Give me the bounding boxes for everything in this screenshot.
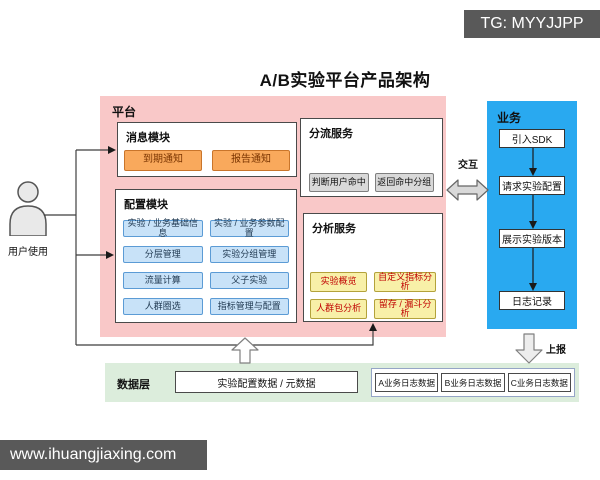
node-metric-mgmt: 指标管理与配置 — [209, 298, 289, 315]
config-module-label: 配置模块 — [124, 199, 168, 211]
interaction-double-arrow-icon — [446, 179, 489, 201]
platform-container: 平台 消息模块 到期通知 报告通知 配置模块 实验 / 业务基础信息 实验 / … — [100, 96, 446, 337]
node-return-group: 返回命中分组 — [374, 173, 434, 192]
node-import-sdk: 引入SDK — [499, 129, 565, 148]
split-service-label: 分流服务 — [309, 128, 353, 140]
node-retention-funnel: 留存 / 漏斗分析 — [374, 299, 436, 319]
site-watermark-bar: www.ihuangjiaxing.com — [0, 440, 207, 470]
node-group-mgmt: 实验分组管理 — [209, 246, 289, 263]
split-service-module: 分流服务 判断用户命中 返回命中分组 — [300, 118, 443, 197]
message-module-label: 消息模块 — [126, 132, 170, 144]
node-log-c: C业务日志数据 — [507, 373, 571, 392]
config-module: 配置模块 实验 / 业务基础信息 实验 / 业务参数配置 分层管理 实验分组管理… — [115, 189, 297, 323]
node-show-version: 展示实验版本 — [499, 229, 565, 248]
log-data-group: A业务日志数据 B业务日志数据 C业务日志数据 — [371, 368, 575, 397]
node-parent-child-exp: 父子实验 — [209, 272, 289, 289]
business-label: 业务 — [497, 111, 522, 125]
message-module: 消息模块 到期通知 报告通知 — [117, 122, 297, 177]
node-log-a: A业务日志数据 — [375, 373, 439, 392]
node-log-record: 日志记录 — [499, 291, 565, 310]
data-layer-container: 数据层 实验配置数据 / 元数据 A业务日志数据 B业务日志数据 C业务日志数据 — [105, 363, 579, 402]
user-label: 用户使用 — [8, 247, 48, 258]
node-config-metadata: 实验配置数据 / 元数据 — [175, 371, 358, 393]
platform-label: 平台 — [112, 105, 137, 119]
node-exp-overview: 实验概览 — [310, 272, 368, 292]
node-expire-notify: 到期通知 — [124, 150, 202, 171]
node-crowd-analysis: 人群包分析 — [310, 299, 368, 319]
node-basic-info: 实验 / 业务基础信息 — [123, 218, 203, 237]
data-layer-label: 数据层 — [117, 379, 150, 391]
diagram-title: A/B实验平台产品架构 — [259, 71, 431, 90]
tg-watermark-badge: TG: MYYJJPP — [464, 10, 600, 38]
node-param-config: 实验 / 业务参数配置 — [209, 218, 289, 237]
analysis-service-module: 分析服务 实验概览 自定义指标分析 人群包分析 留存 / 漏斗分析 — [303, 213, 443, 322]
node-crowd-select: 人群圈选 — [123, 298, 203, 315]
analysis-service-label: 分析服务 — [312, 223, 356, 235]
node-report-notify: 报告通知 — [212, 150, 290, 171]
node-custom-metric: 自定义指标分析 — [374, 272, 436, 292]
node-request-config: 请求实验配置 — [499, 176, 565, 195]
data-to-platform-arrow-icon — [231, 337, 259, 364]
node-layer-mgmt: 分层管理 — [123, 246, 203, 263]
report-arrow-icon — [515, 333, 543, 364]
user-icon — [6, 180, 50, 237]
node-traffic-calc: 流量计算 — [123, 272, 203, 289]
node-judge-hit: 判断用户命中 — [309, 173, 369, 192]
report-label: 上报 — [546, 345, 566, 356]
business-container: 业务 引入SDK 请求实验配置 展示实验版本 日志记录 — [487, 101, 577, 329]
node-log-b: B业务日志数据 — [441, 373, 505, 392]
interaction-label: 交互 — [458, 160, 478, 171]
